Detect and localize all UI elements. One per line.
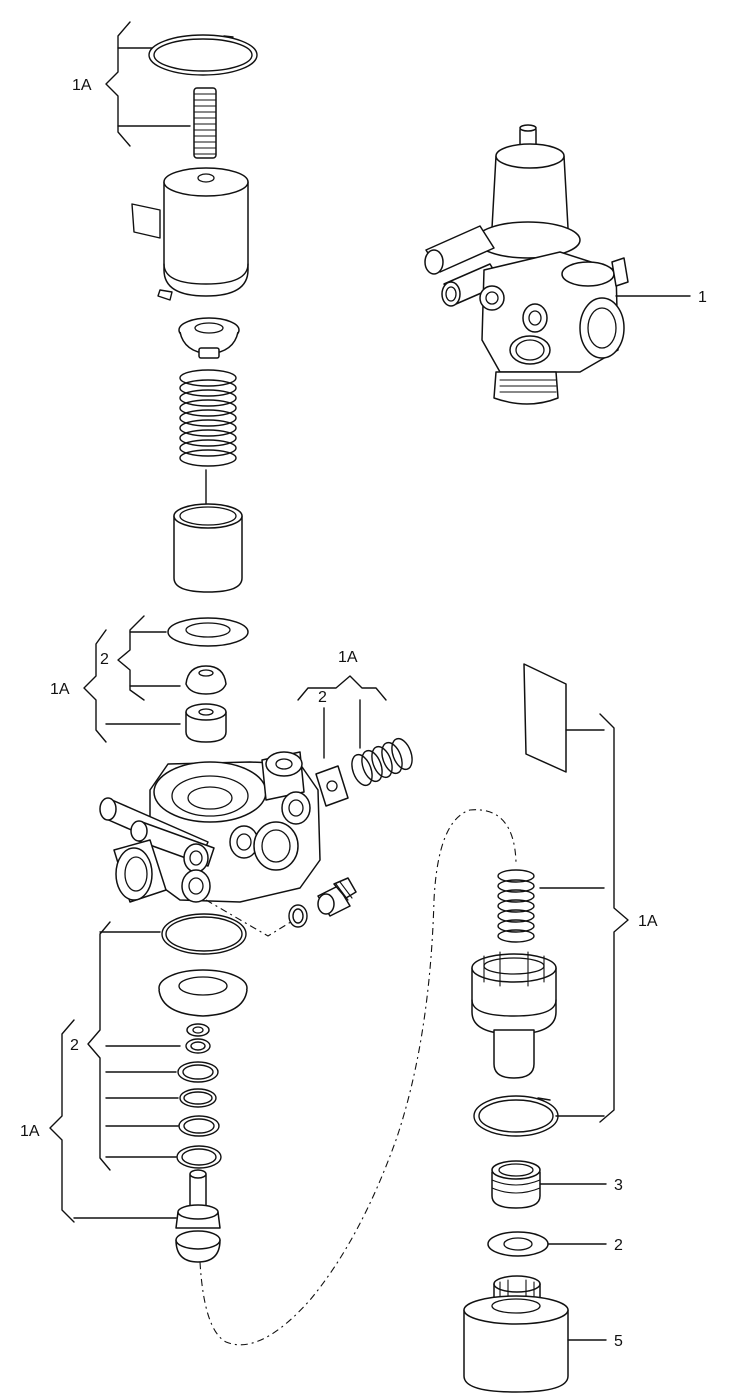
diaphragm-cup: [158, 969, 248, 1017]
threaded-fitting: [317, 877, 357, 917]
threaded-pin: [193, 87, 217, 159]
snap-ring-right: [473, 1095, 559, 1137]
square-plate: [315, 765, 349, 807]
o-ring-set: [176, 1061, 222, 1169]
small-washer-stack: [185, 1023, 211, 1054]
large-spring: [179, 369, 237, 467]
sleeve: [173, 503, 243, 593]
pressure-regulator-assembly: [424, 124, 629, 405]
dome-seal: [185, 665, 227, 695]
flat-washer-right: [487, 1231, 549, 1257]
instruction-card: [523, 663, 567, 773]
callout-spring-kit-sub: 2: [318, 689, 327, 706]
flat-washer-seat: [167, 617, 249, 647]
callout-assembly: 1: [698, 289, 707, 306]
callout-bushing: 3: [614, 1177, 623, 1194]
medium-spring: [497, 869, 535, 943]
snap-ring-top: [148, 34, 258, 76]
callout-seat-kit-sub: 2: [100, 651, 109, 668]
threaded-bushing: [491, 1160, 541, 1209]
bracket-spring-kit: [297, 675, 387, 759]
seat-bushing: [185, 703, 227, 743]
large-o-ring-lower: [161, 913, 247, 955]
cylinder-housing: [131, 167, 249, 301]
bracket-seat-kit: [83, 615, 181, 743]
callout-cap: 5: [614, 1333, 623, 1350]
small-o-ring: [288, 904, 308, 928]
small-spring: [351, 737, 413, 787]
end-cap: [463, 1275, 569, 1393]
callout-top-kit: 1A: [72, 77, 92, 94]
callout-washer: 2: [614, 1237, 623, 1254]
bracket-right-kit: [539, 713, 629, 1123]
valve-body: [99, 751, 321, 903]
spring-guide: [471, 951, 557, 1079]
bracket-top-kit: [105, 21, 191, 147]
piston-cup: [178, 317, 240, 359]
callout-right-kit: 1A: [638, 913, 658, 930]
callout-lower-kit: 1A: [20, 1123, 40, 1140]
callout-spring-kit: 1A: [338, 649, 358, 666]
callout-lower-kit-sub: 2: [70, 1037, 79, 1054]
callout-seat-kit: 1A: [50, 681, 70, 698]
valve-plunger: [175, 1169, 221, 1263]
bracket-lower-kit: [49, 921, 181, 1223]
